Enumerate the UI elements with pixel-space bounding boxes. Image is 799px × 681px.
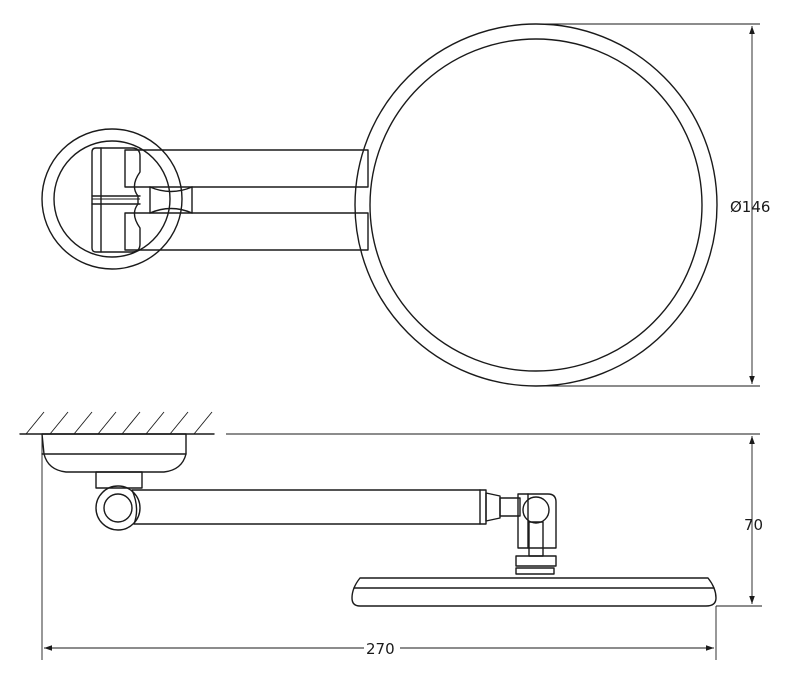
arm-side (131, 489, 521, 525)
diameter-dimension (540, 23, 760, 387)
diameter-label: Ø146 (730, 198, 770, 216)
arm-front (124, 149, 369, 251)
hinge-block-front (91, 147, 141, 253)
front-view (41, 23, 760, 387)
height-label: 70 (744, 516, 763, 534)
mirror-front (354, 23, 718, 387)
hinge-mount-side (95, 471, 143, 531)
height-dimension (716, 436, 762, 607)
ball-joint-side (515, 493, 557, 567)
length-dimension (41, 436, 717, 660)
wall-rosette-side (41, 433, 187, 473)
mirror-side (351, 567, 717, 607)
wall-rosette (41, 128, 183, 270)
length-label: 270 (366, 640, 395, 658)
length-label-mask (364, 636, 400, 658)
side-view (19, 411, 762, 660)
wall-hatch (19, 411, 760, 435)
